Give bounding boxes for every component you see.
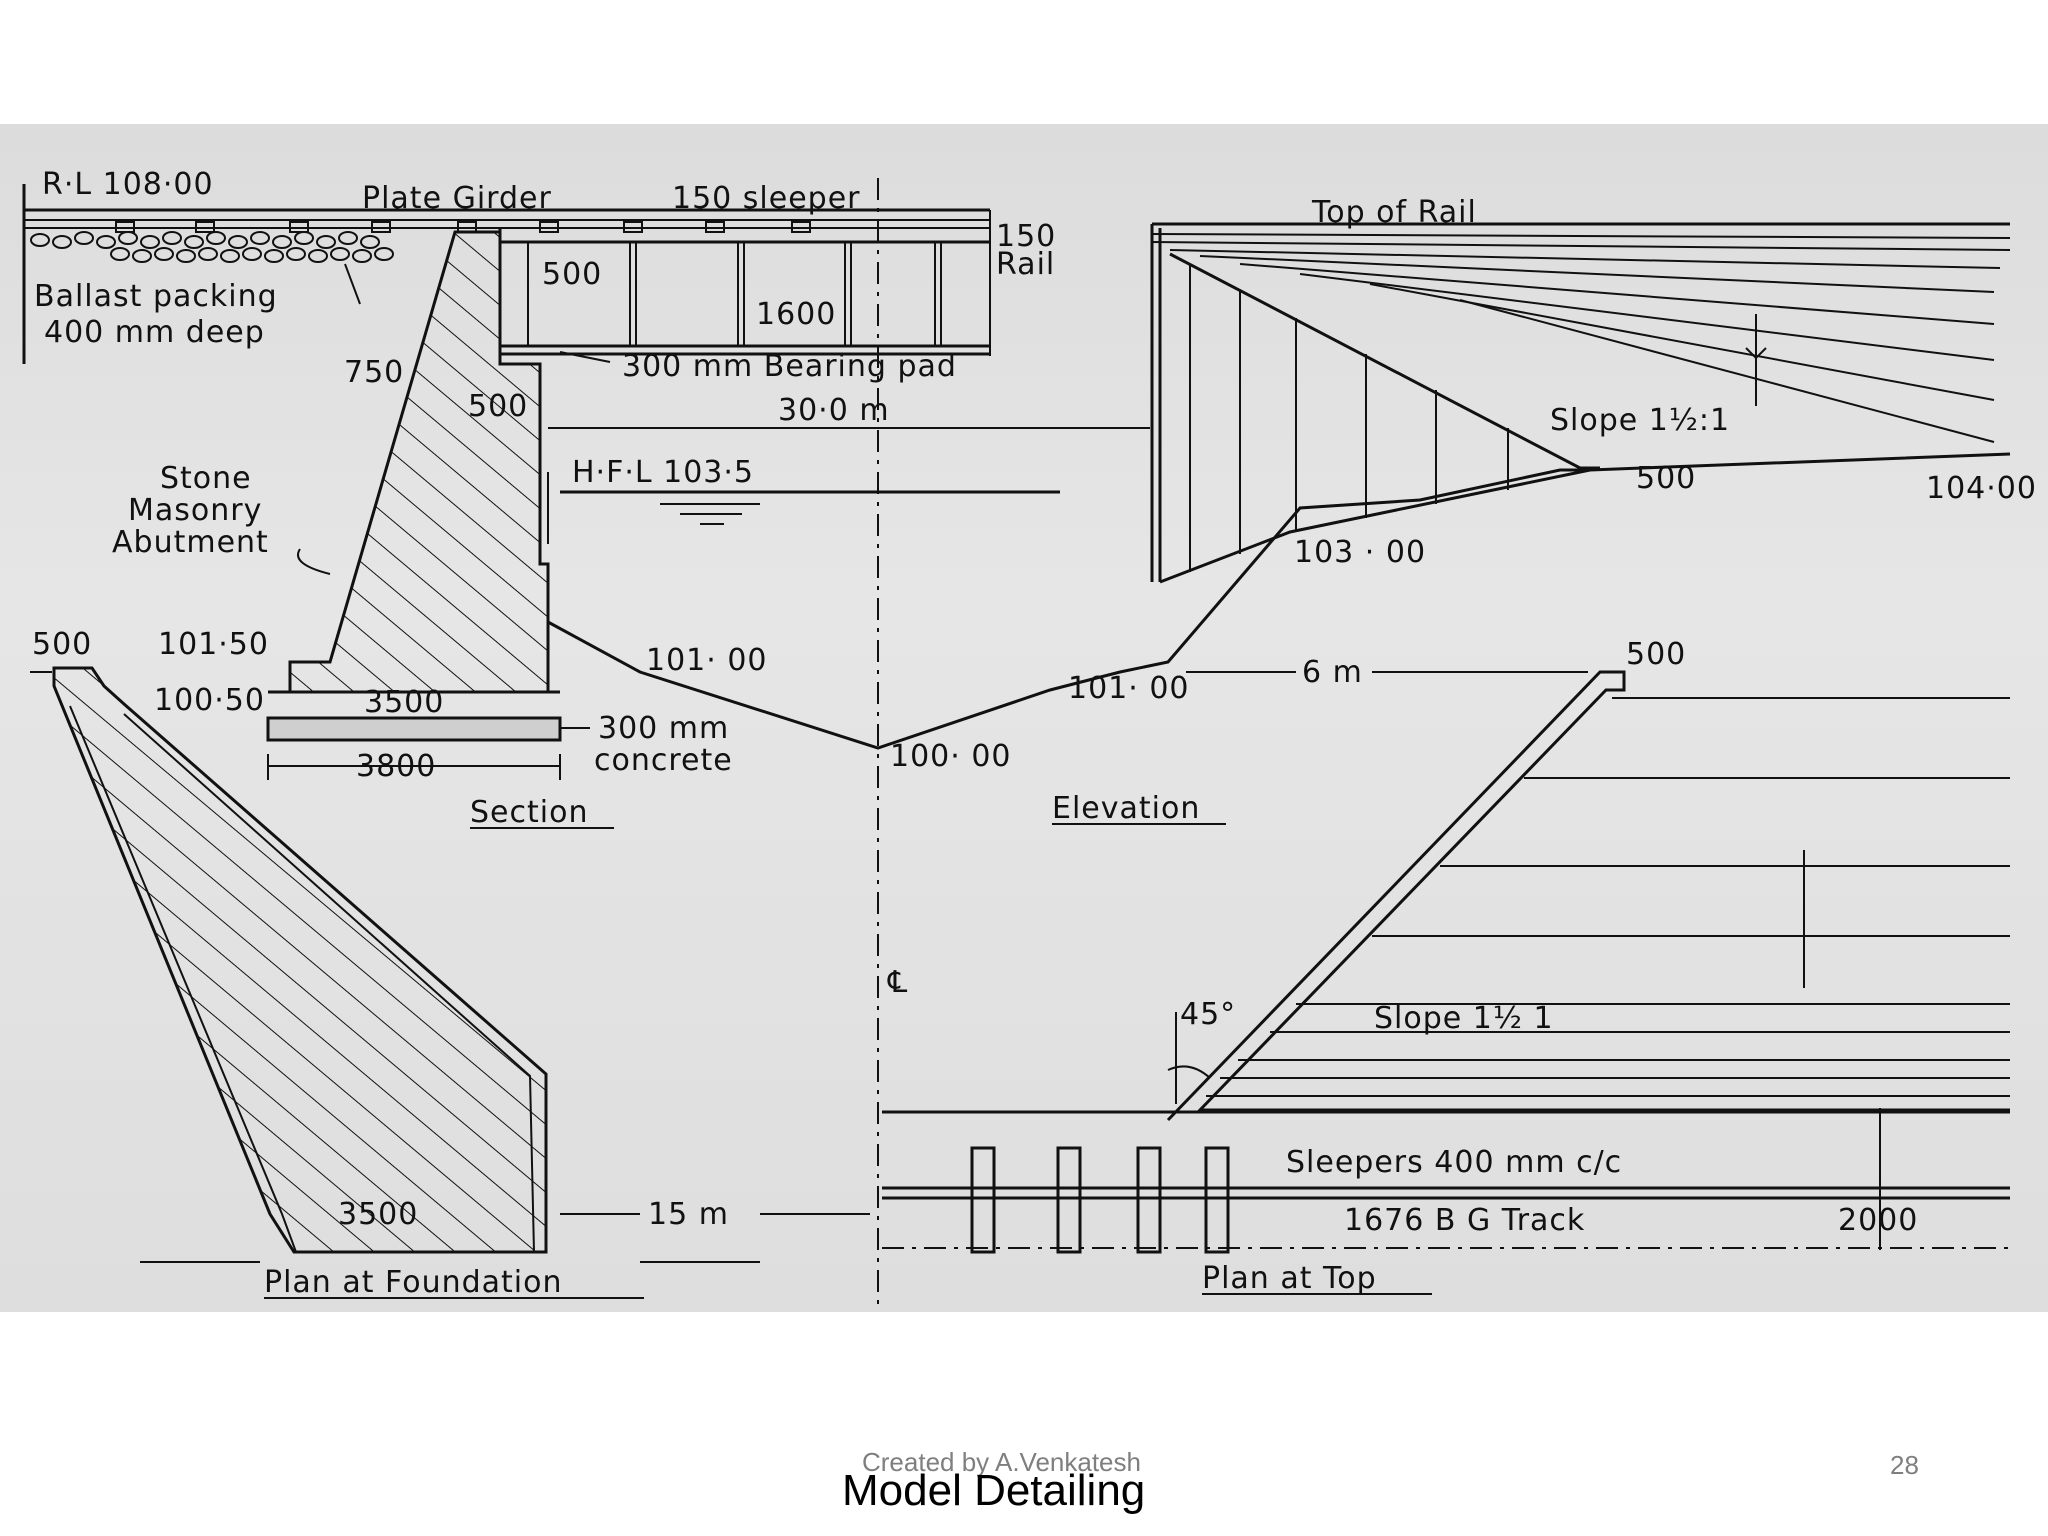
dim-15m: 15 m [648,1197,729,1232]
elevation-slope-label: Slope 1½:1 [1550,403,1730,438]
dim-750: 750 [344,355,404,390]
page-number: 28 [1890,1450,1919,1480]
rl-101-50: 101·50 [158,627,269,662]
ballast-packing [30,231,394,263]
foundation-dim-3500: 3500 [338,1197,418,1232]
rl-103-00: 103 · 00 [1294,535,1426,570]
span-30m: 30·0 m [778,393,890,428]
engineering-drawing: R·L 108·00 Plate Girder 150 sleeper 150 … [0,124,2048,1312]
abutment-label-3: Abutment [112,525,269,560]
dim-500-girder: 500 [542,257,602,292]
drawing-canvas: R·L 108·00 Plate Girder 150 sleeper 150 … [22,167,2037,1304]
plan-top-title: Plan at Top [1202,1261,1377,1296]
hfl-label: H·F·L 103·5 [572,455,754,490]
ballast-label-2: 400 mm deep [44,315,265,350]
plate-girder-label: Plate Girder [362,181,552,216]
plan-at-foundation: 500 3500 15 m Plan at Foundation [30,627,870,1300]
dim-1600: 1600 [756,297,836,332]
rl-104-00: 104·00 [1926,471,2037,506]
slide-title: Model Detailing [842,1466,1146,1515]
dim-3800: 3800 [356,749,436,784]
footer-credit: Created by A.Venkatesh [862,1447,1141,1477]
stone-masonry-abutment [288,230,550,694]
rl-101-00-right: 101· 00 [1068,671,1190,706]
section-title: Section [470,795,588,830]
ballast-label-1: Ballast packing [34,279,278,314]
elevation-title: Elevation [1052,791,1200,826]
concrete-label-1: 300 mm [598,711,729,746]
elevation-dim-500: 500 [1636,461,1696,496]
plan-foundation-title: Plan at Foundation [264,1265,563,1300]
rail-150-label: 150 [996,219,1056,254]
dim-2000: 2000 [1838,1203,1918,1238]
concrete-footing [266,716,562,742]
sleeper-label: 150 sleeper [672,181,861,216]
rail-label: Rail [996,247,1055,282]
rl-100-50: 100·50 [154,683,265,718]
dim-6m: 6 m [1302,655,1363,690]
river-profile: 101· 00 100· 00 ℄ [547,178,2011,1304]
rl-101-00-left: 101· 00 [646,643,768,678]
dim-500-bearing: 500 [468,389,528,424]
concrete-label-2: concrete [594,743,733,778]
sleepers-label: Sleepers 400 mm c/c [1286,1145,1622,1180]
angle-45: 45° [1180,997,1236,1032]
sleepers [115,221,811,233]
plan-at-top: 500 45° Slope 1½ 1 Sleepers 400 mm c/c 1… [882,637,2010,1296]
abutment-label-1: Stone [160,461,252,496]
top-of-rail-label: Top of Rail [1311,195,1477,230]
plan-slope-label: Slope 1½ 1 [1374,1001,1554,1036]
elevation-view: Top of Rail Slope 1½:1 500 104·00 103 · … [1052,195,2037,826]
track-label: 1676 B G Track [1344,1203,1585,1238]
centerline-symbol: ℄ [887,965,908,1000]
plate-girder [498,210,991,356]
rl-108-label: R·L 108·00 [42,167,214,202]
rl-100-00: 100· 00 [890,739,1012,774]
section-view: R·L 108·00 Plate Girder 150 sleeper 150 … [22,167,1150,830]
foundation-dim-500: 500 [32,627,92,662]
bearing-pad-label: 300 mm Bearing pad [622,349,957,384]
abutment-label-2: Masonry [128,493,262,528]
dim-3500-section: 3500 [364,685,444,720]
top-dim-500: 500 [1626,637,1686,672]
